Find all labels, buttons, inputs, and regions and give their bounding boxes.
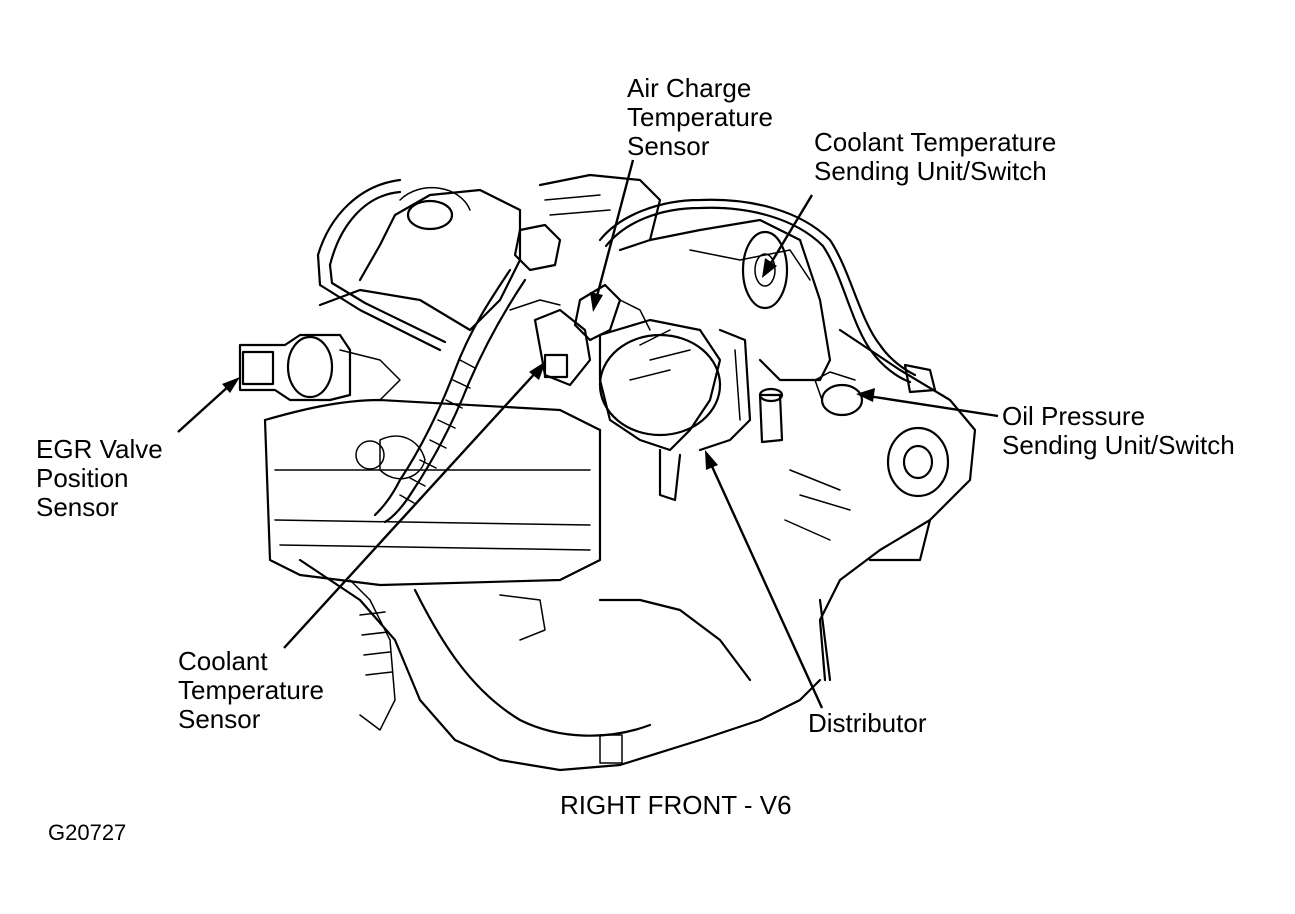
label-air-charge-temperature-sensor: Air Charge Temperature Sensor	[627, 73, 773, 161]
label-egr-valve-position-sensor: EGR Valve Position Sensor	[36, 434, 163, 522]
leader-lines	[177, 159, 999, 709]
figure-caption: RIGHT FRONT - V6	[560, 790, 792, 820]
label-distributor: Distributor	[808, 708, 927, 738]
engine-outline	[238, 173, 977, 772]
label-coolant-temperature-sending-unit: Coolant Temperature Sending Unit/Switch	[814, 127, 1057, 186]
figure-id: G20727	[48, 820, 127, 845]
label-oil-pressure-sending-unit: Oil Pressure Sending Unit/Switch	[1002, 401, 1235, 460]
label-coolant-temperature-sensor: Coolant Temperature Sensor	[178, 646, 324, 734]
